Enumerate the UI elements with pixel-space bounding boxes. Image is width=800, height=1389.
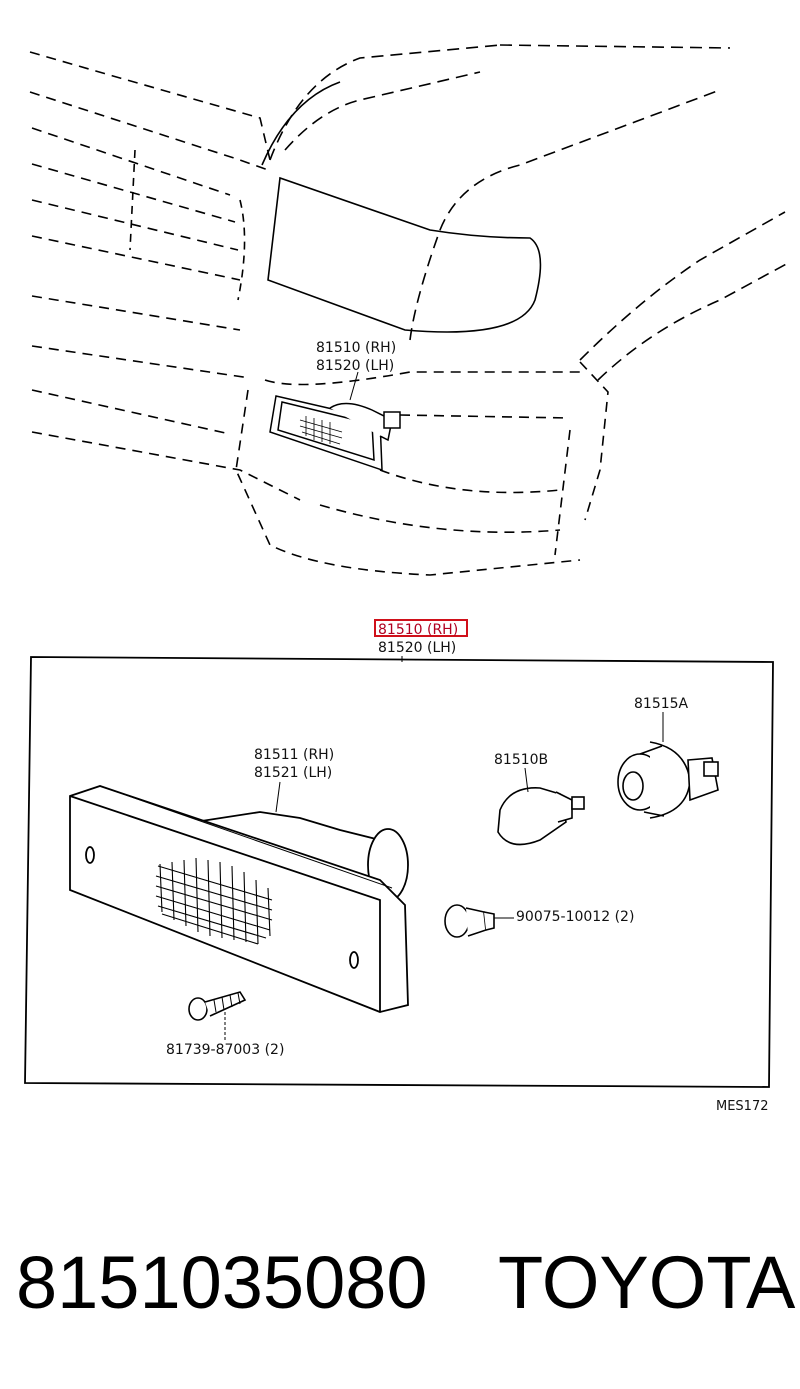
lens-grid-pattern <box>155 857 273 945</box>
clip-part-number: 90075-10012 (2) <box>516 909 634 925</box>
footer-brand: TOYOTA <box>498 1241 796 1324</box>
bulb-part-number: 81510B <box>494 752 548 768</box>
figure-code: MES172 <box>716 1099 769 1114</box>
clip <box>444 904 495 938</box>
assembly-part-rh: 81510 (RH) <box>378 622 458 638</box>
footer-part-number: 8151035080 <box>16 1241 428 1324</box>
bulb-leader <box>524 767 529 793</box>
lens-part-rh: 81511 (RH) <box>254 747 334 763</box>
socket <box>617 741 719 819</box>
screw <box>188 991 247 1021</box>
vehicle-front-illustration <box>29 44 791 576</box>
socket-part-number: 81515A <box>634 696 689 712</box>
lens-housing <box>69 785 409 1013</box>
assembly-part-lh: 81520 (LH) <box>378 640 456 656</box>
top-callout-line2: 81520 (LH) <box>316 358 394 374</box>
assembly-highlight-box <box>374 619 468 637</box>
exploded-view-frame <box>24 656 774 1088</box>
screw-part-number: 81739-87003 (2) <box>166 1042 284 1058</box>
lens-leader <box>275 781 281 813</box>
lens-part-lh: 81521 (LH) <box>254 765 332 781</box>
bulb <box>497 787 585 846</box>
side-marker-lamp-in-vehicle <box>269 395 401 472</box>
top-callout-line1: 81510 (RH) <box>316 340 396 356</box>
top-callout-leader <box>349 371 359 401</box>
